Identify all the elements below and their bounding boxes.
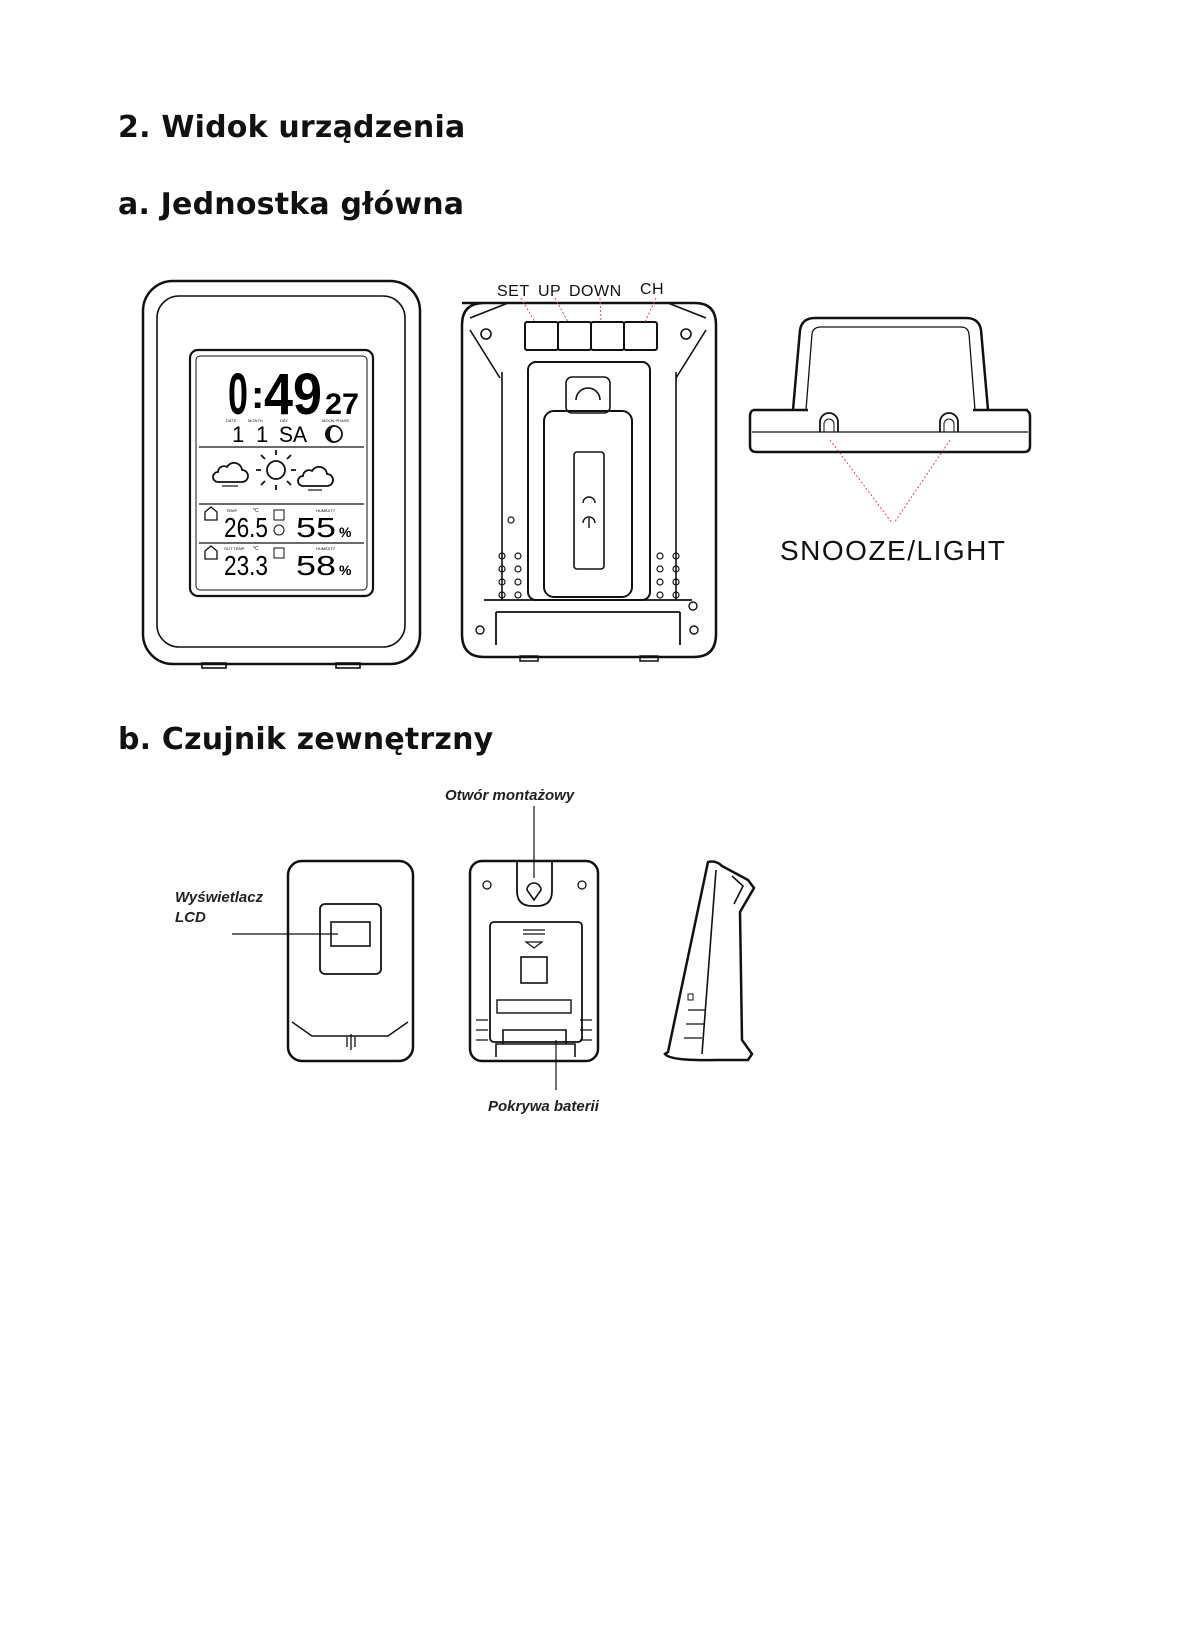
sensor-rear-pointers xyxy=(534,806,556,1090)
snooze-light-label: SNOOZE/LIGHT xyxy=(780,535,1006,566)
sensor-lcd-label-line1: Wyświetlacz xyxy=(175,889,264,906)
house-in-icon xyxy=(205,507,217,520)
cloud-icon xyxy=(298,467,333,490)
lcd-face-icon xyxy=(274,525,284,535)
lcd-outdoor-percent: % xyxy=(339,562,352,578)
lcd-outdoor-temp: 23.3 xyxy=(224,550,268,581)
lcd-outdoor-humidity: 58 xyxy=(296,550,336,581)
lcd-indoor-humidity: 55 xyxy=(296,512,336,543)
sensor-rear xyxy=(470,861,598,1061)
main-unit-rear xyxy=(462,303,716,661)
button-label-up: UP xyxy=(538,283,561,300)
battery-cover-label: Pokrywa baterii xyxy=(488,1098,600,1115)
sensor-lcd-label-line2: LCD xyxy=(175,909,206,926)
main-lcd: 0 : 49 27 DATE MONTH DAY MOON PHASE 1 1 … xyxy=(205,362,359,581)
lcd-channel-icon xyxy=(274,548,284,558)
lcd-indoor-temp: 26.5 xyxy=(224,512,268,543)
lcd-seconds: 27 xyxy=(325,388,359,421)
moon-icon xyxy=(326,426,342,442)
button-label-set: SET xyxy=(497,283,530,300)
lcd-minutes: 49 xyxy=(264,362,322,427)
lcd-time-colon: : xyxy=(251,373,264,417)
lcd-indoor-percent: % xyxy=(339,524,352,540)
house-out-icon xyxy=(205,546,217,559)
lcd-moon-label: MOON PHASE xyxy=(322,418,349,423)
lcd-month: 1 xyxy=(256,422,268,447)
main-unit-top xyxy=(750,318,1030,452)
rear-button-pointers xyxy=(521,298,656,322)
sensor-front xyxy=(288,861,413,1061)
lcd-date: 1 xyxy=(232,422,244,447)
lcd-comfort-icon xyxy=(274,510,284,520)
cloud-icon xyxy=(213,463,248,486)
sun-icon xyxy=(256,450,296,490)
sensor-side xyxy=(665,862,754,1061)
button-label-ch: CH xyxy=(640,281,664,298)
button-label-down: DOWN xyxy=(569,283,622,300)
main-unit-front xyxy=(143,281,420,668)
lcd-weekday: SA xyxy=(279,422,307,447)
mounting-hole-label: Otwór montażowy xyxy=(445,787,575,804)
